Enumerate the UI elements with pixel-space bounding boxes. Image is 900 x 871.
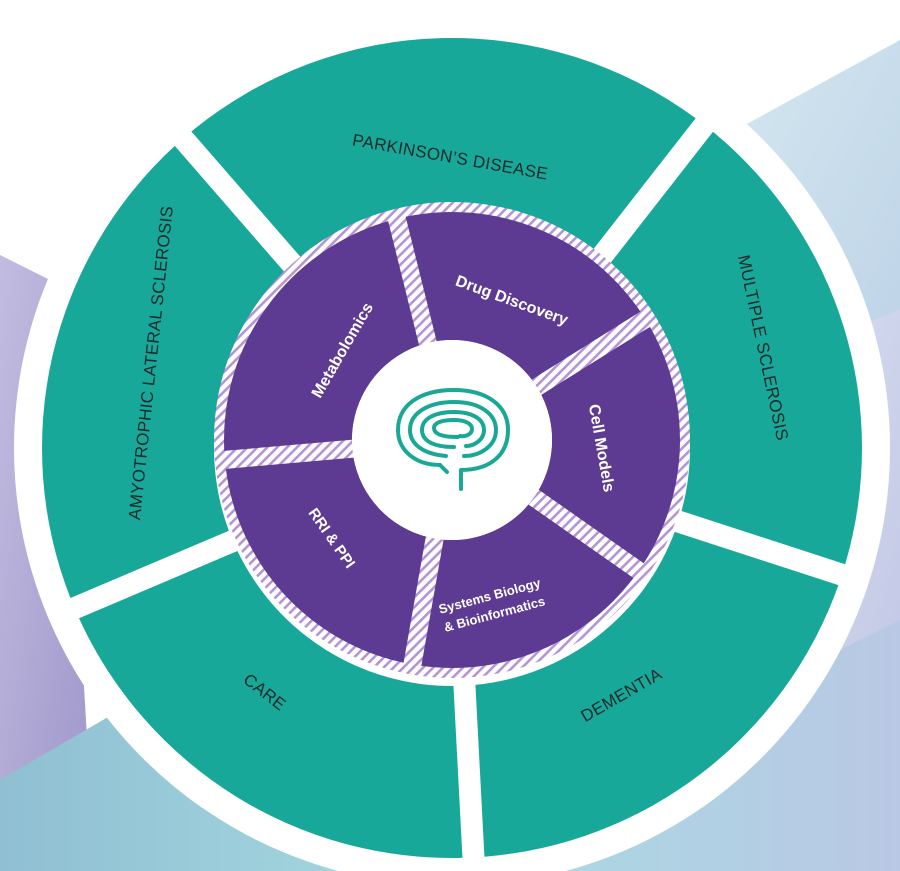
inner-segment-metabolomics: Metabolomics: [224, 221, 420, 451]
outer-segment-shape-ms: [607, 131, 862, 565]
inner-segment-rri-ppi: RRI & PPI: [225, 457, 426, 663]
inner-segment-shape-rri-ppi: [225, 457, 426, 663]
outer-segment-shape-parkinsons: [191, 37, 696, 262]
inner-segment-shape-systems-biology: [421, 504, 634, 668]
outer-segment-shape-care: [79, 551, 463, 859]
outer-segment-als: AMYOTROPHIC LATERAL SCLEROSIS: [41, 145, 288, 599]
inner-segment-cell-models: Cell Models: [538, 326, 680, 564]
inner-segment-shape-drug-discovery: [405, 211, 641, 380]
outer-segment-parkinsons: PARKINSON’S DISEASE: [191, 37, 696, 262]
outer-segment-care: CARE: [79, 551, 463, 859]
outer-segment-ms: MULTIPLE SCLEROSIS: [607, 131, 862, 565]
inner-segment-systems-biology: Systems Biology& Bioinformatics: [421, 504, 634, 668]
outer-segment-shape-als: [41, 145, 288, 599]
inner-segment-shape-cell-models: [538, 326, 680, 564]
brain-icon: [396, 388, 510, 491]
outer-segment-dementia: DEMENTIA: [475, 531, 839, 857]
outer-segment-shape-dementia: [475, 531, 839, 857]
inner-segment-drug-discovery: Drug Discovery: [405, 211, 641, 380]
center-disc: [352, 340, 552, 540]
inner-segment-shape-metabolomics: [224, 221, 420, 451]
